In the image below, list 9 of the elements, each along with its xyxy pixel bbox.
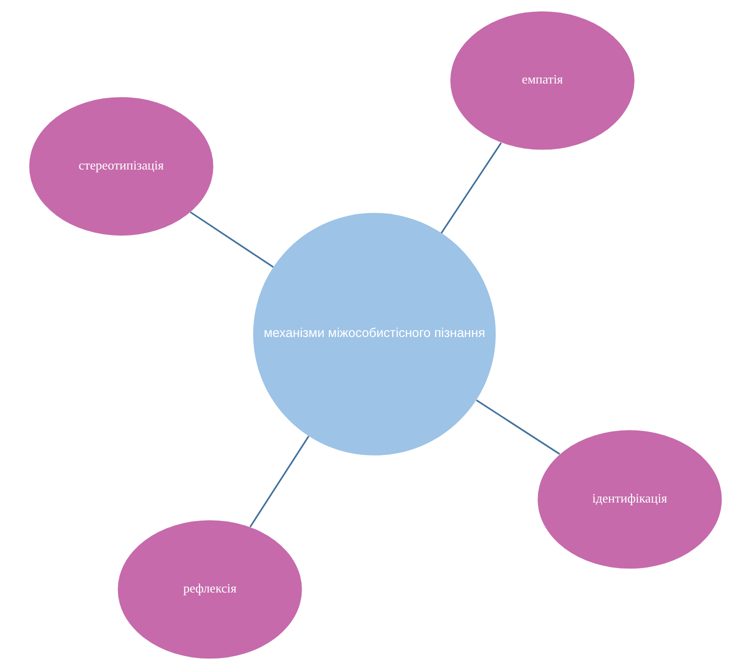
node-ellipse: ідентифікація	[537, 430, 722, 569]
node-ellipse: емпатія	[450, 11, 634, 150]
connector	[440, 142, 502, 234]
connector	[189, 211, 274, 268]
connector	[476, 400, 560, 455]
node-ellipse: рефлексія	[117, 520, 302, 659]
connector	[249, 436, 309, 528]
node-ellipse: стереотипізація	[28, 97, 213, 236]
node-circle: механізми міжособистісного пізнання	[252, 212, 496, 456]
